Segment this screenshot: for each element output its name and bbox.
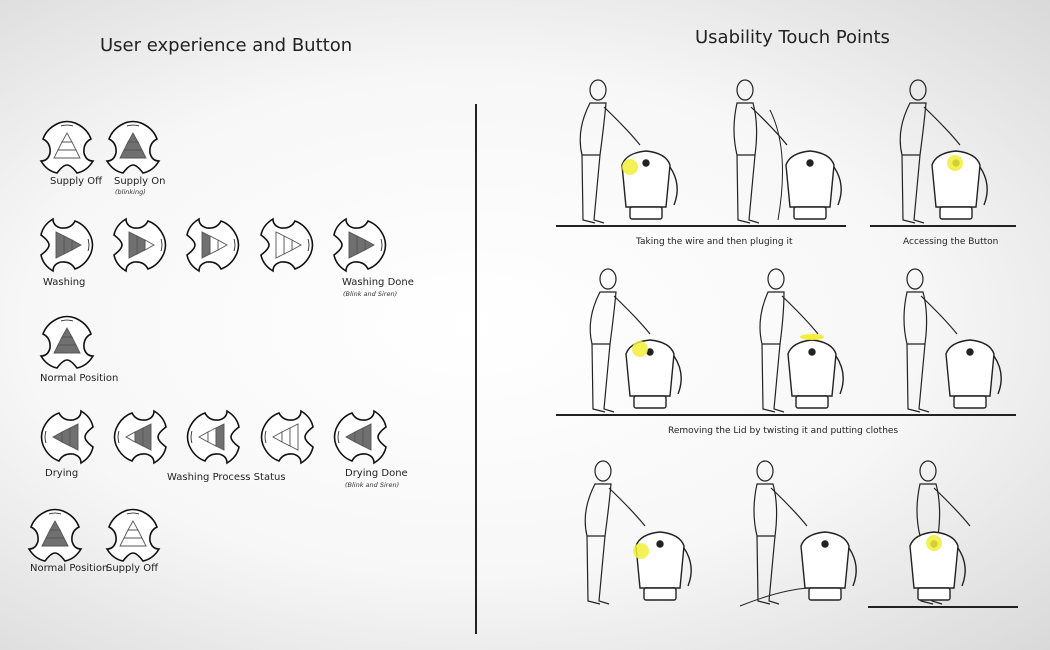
label-supply-off-2: Supply Off bbox=[106, 563, 159, 574]
person-sketch bbox=[903, 268, 958, 413]
label-normal-position-2: Normal Position bbox=[30, 563, 109, 574]
floor-line bbox=[556, 414, 1016, 416]
washer-sketch bbox=[945, 339, 1002, 409]
washer-sketch bbox=[787, 339, 844, 409]
person-sketch bbox=[753, 460, 808, 605]
label-drying: Drying bbox=[45, 468, 79, 479]
label-drying-done: Drying Done bbox=[345, 468, 408, 479]
person-sketch bbox=[899, 79, 961, 224]
label-supply-on: Supply On bbox=[114, 176, 166, 187]
button-state-icon bbox=[113, 409, 167, 465]
label-supply-off: Supply Off bbox=[50, 176, 103, 187]
washer-sketch bbox=[800, 531, 857, 601]
label-supply-on-note: (blinking) bbox=[115, 188, 146, 196]
button-state-icon bbox=[39, 315, 95, 369]
person-sketch bbox=[579, 79, 641, 224]
floor-line bbox=[870, 225, 1016, 227]
label-washing-done-note: (Blink and Siren) bbox=[343, 290, 398, 298]
left-panel-title: User experience and Button bbox=[100, 35, 353, 56]
label-washing: Washing bbox=[43, 277, 86, 288]
caption-wire: Taking the wire and then pluging it bbox=[636, 237, 793, 247]
washer-sketch bbox=[635, 531, 692, 601]
right-panel-title: Usability Touch Points bbox=[695, 27, 890, 48]
floor-line bbox=[868, 606, 1018, 608]
person-sketch bbox=[589, 268, 651, 413]
button-state-icon bbox=[333, 409, 387, 465]
button-state-icon bbox=[186, 409, 240, 465]
button-state-icon bbox=[40, 217, 94, 273]
button-state-icon bbox=[40, 409, 94, 465]
button-state-icon bbox=[39, 120, 95, 174]
caption-button: Accessing the Button bbox=[903, 237, 999, 247]
button-state-icon bbox=[333, 217, 387, 273]
caption-lid: Removing the Lid by twisting it and putt… bbox=[668, 426, 899, 436]
button-state-icon bbox=[105, 120, 161, 174]
lid-highlight bbox=[800, 334, 824, 340]
washer-sketch bbox=[785, 150, 842, 220]
person-sketch bbox=[733, 79, 788, 224]
floor-line bbox=[556, 225, 846, 227]
panel-divider bbox=[475, 104, 477, 634]
button-state-icon bbox=[260, 409, 314, 465]
label-drying-done-note: (Blink and Siren) bbox=[345, 481, 400, 489]
button-state-icon bbox=[105, 508, 161, 562]
washer-sketch bbox=[931, 150, 988, 220]
button-state-icon bbox=[27, 508, 83, 562]
button-state-icon bbox=[260, 217, 314, 273]
touch-point-highlight bbox=[632, 341, 648, 357]
touch-point-highlight bbox=[622, 159, 638, 175]
person-sketch bbox=[759, 268, 819, 413]
label-normal-position: Normal Position bbox=[40, 373, 119, 384]
person-sketch bbox=[584, 460, 646, 605]
touch-point-highlight bbox=[633, 543, 649, 559]
label-washing-done: Washing Done bbox=[342, 277, 414, 288]
button-state-icon bbox=[113, 217, 167, 273]
button-state-icon bbox=[186, 217, 240, 273]
power-wire bbox=[769, 109, 783, 221]
power-wire bbox=[739, 587, 809, 607]
label-washing-process-status: Washing Process Status bbox=[167, 472, 286, 483]
touch-point-highlight bbox=[926, 535, 942, 551]
touch-point-highlight bbox=[947, 155, 963, 171]
